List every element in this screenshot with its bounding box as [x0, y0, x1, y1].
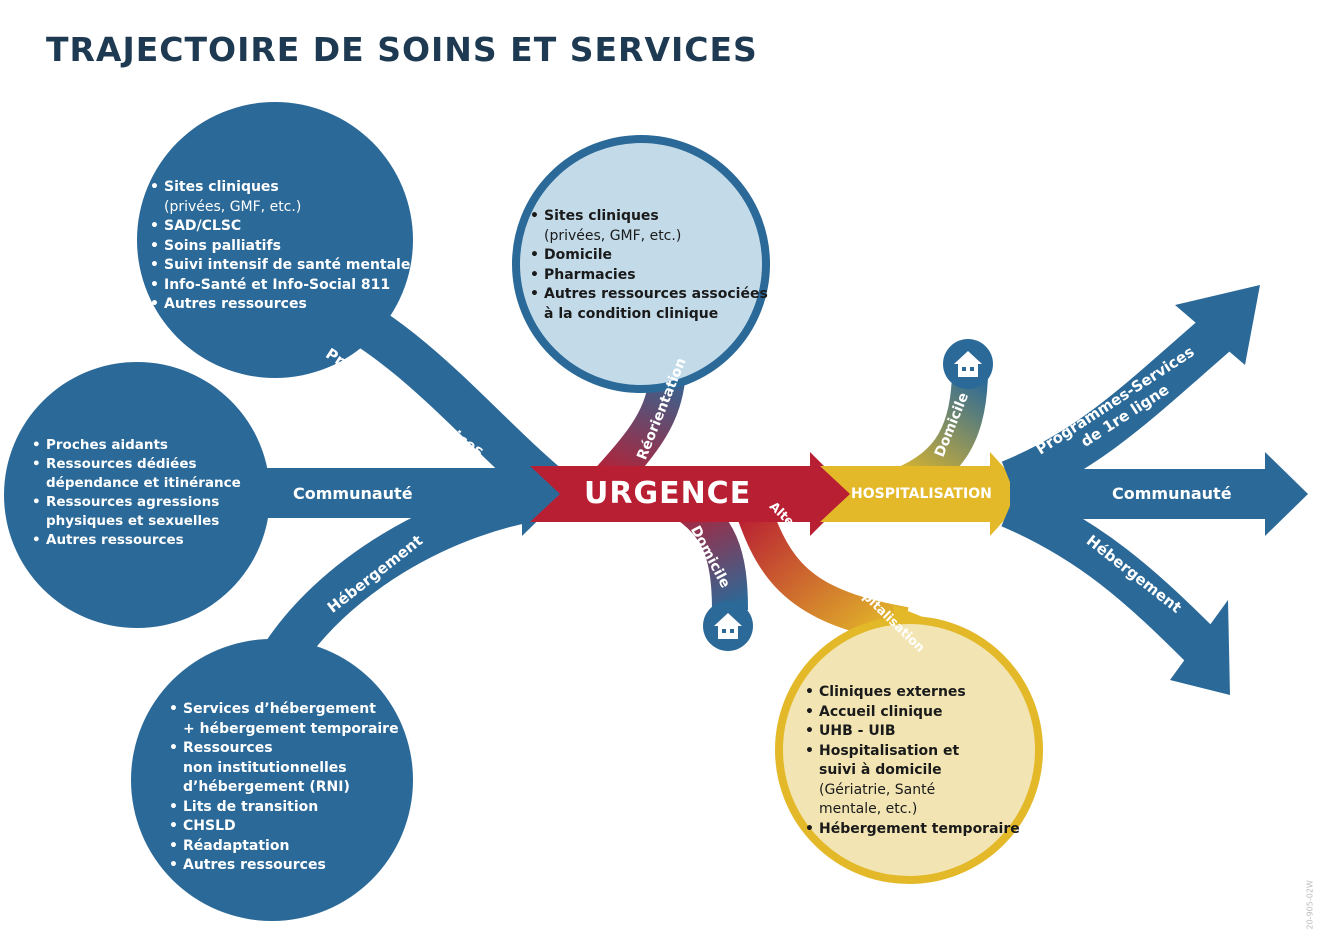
left-merge-arrowhead: [522, 452, 565, 536]
list-item: Hébergement temporaire: [805, 820, 1020, 840]
list-item: CHSLD: [169, 817, 399, 837]
list-item: Accueil clinique: [805, 703, 1020, 723]
list-item: Soins palliatifs: [150, 237, 410, 257]
list-item: Sites cliniques(privées, GMF, etc.): [150, 178, 410, 217]
list-item: Autres ressources: [169, 856, 399, 876]
reorientation-list: Sites cliniques(privées, GMF, etc.) Domi…: [530, 207, 768, 324]
document-code: 20-905-02W: [1305, 880, 1315, 930]
housing-list: Services d’hébergement+ hébergement temp…: [169, 700, 399, 876]
hospitalisation-label: HOSPITALISATION: [851, 486, 992, 502]
programmes-right-arrow: [1001, 318, 1230, 503]
page-title: TRAJECTOIRE DE SOINS ET SERVICES: [46, 30, 758, 69]
list-item: Cliniques externes: [805, 683, 1020, 703]
hebergement-left-arrow: [261, 474, 558, 672]
list-item: SAD/CLSC: [150, 217, 410, 237]
house-icon: [703, 601, 753, 651]
community-list: Proches aidants Ressources dédiéesdépend…: [32, 436, 241, 550]
hebergement-right-arrowhead: [1170, 600, 1230, 695]
list-item: UHB - UIB: [805, 722, 1020, 742]
hebergement-right-arrow: [1001, 485, 1221, 666]
list-item: Services d’hébergement+ hébergement temp…: [169, 700, 399, 739]
list-item: Réadaptation: [169, 837, 399, 857]
list-item: Sites cliniques(privées, GMF, etc.): [530, 207, 768, 246]
list-item: Autres ressources: [150, 295, 410, 315]
first-line-list: Sites cliniques(privées, GMF, etc.) SAD/…: [150, 178, 410, 315]
house-icon: [943, 339, 993, 389]
list-item: Autres ressources: [32, 531, 241, 550]
alternative-list: Cliniques externes Accueil clinique UHB …: [805, 683, 1020, 839]
hospitalisation-arrow: [820, 452, 1028, 536]
list-item: Suivi intensif de santé mentale: [150, 256, 410, 276]
urgence-arrow: [530, 452, 852, 536]
alternative-arrow-body: [732, 494, 909, 643]
communaute-right-arrowhead: [1265, 452, 1308, 536]
urgence-label: URGENCE: [584, 476, 752, 511]
communaute-right-label: Communauté: [1112, 484, 1232, 503]
communaute-left-label: Communauté: [293, 484, 413, 503]
list-item: Proches aidants: [32, 436, 241, 455]
programmes-right-arrowhead: [1175, 285, 1260, 365]
list-item: Pharmacies: [530, 266, 768, 286]
list-item: Info-Santé et Info-Social 811: [150, 276, 410, 296]
list-item: Lits de transition: [169, 798, 399, 818]
list-item: Domicile: [530, 246, 768, 266]
list-item: Hospitalisation et suivi à domicile (Gér…: [805, 742, 999, 820]
